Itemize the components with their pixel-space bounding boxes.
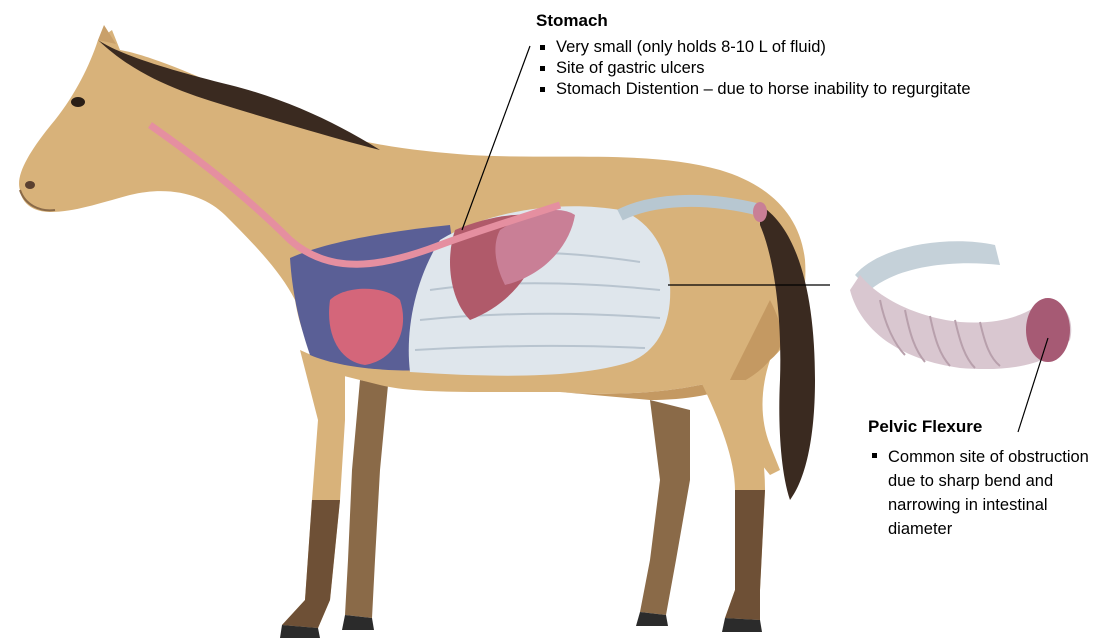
pelvic-flexure-bullets: Common site of obstruction due to sharp …: [868, 445, 1098, 541]
pelvic-flexure-label: Pelvic Flexure Common site of obstructio…: [868, 417, 1098, 541]
pelvic-flexure-inset: [850, 241, 1071, 369]
stomach-bullet: Very small (only holds 8-10 L of fluid): [536, 37, 971, 58]
stomach-bullet: Stomach Distention – due to horse inabil…: [536, 79, 971, 100]
stomach-bullet: Site of gastric ulcers: [536, 58, 971, 79]
pelvic-flexure-title: Pelvic Flexure: [868, 417, 1098, 437]
pelvic-flexure-bullet: Common site of obstruction due to sharp …: [868, 445, 1098, 541]
far-legs: [345, 380, 690, 618]
stomach-label: Stomach Very small (only holds 8-10 L of…: [536, 11, 971, 100]
stomach-bullets: Very small (only holds 8-10 L of fluid) …: [536, 37, 971, 100]
stomach-title: Stomach: [536, 11, 971, 31]
